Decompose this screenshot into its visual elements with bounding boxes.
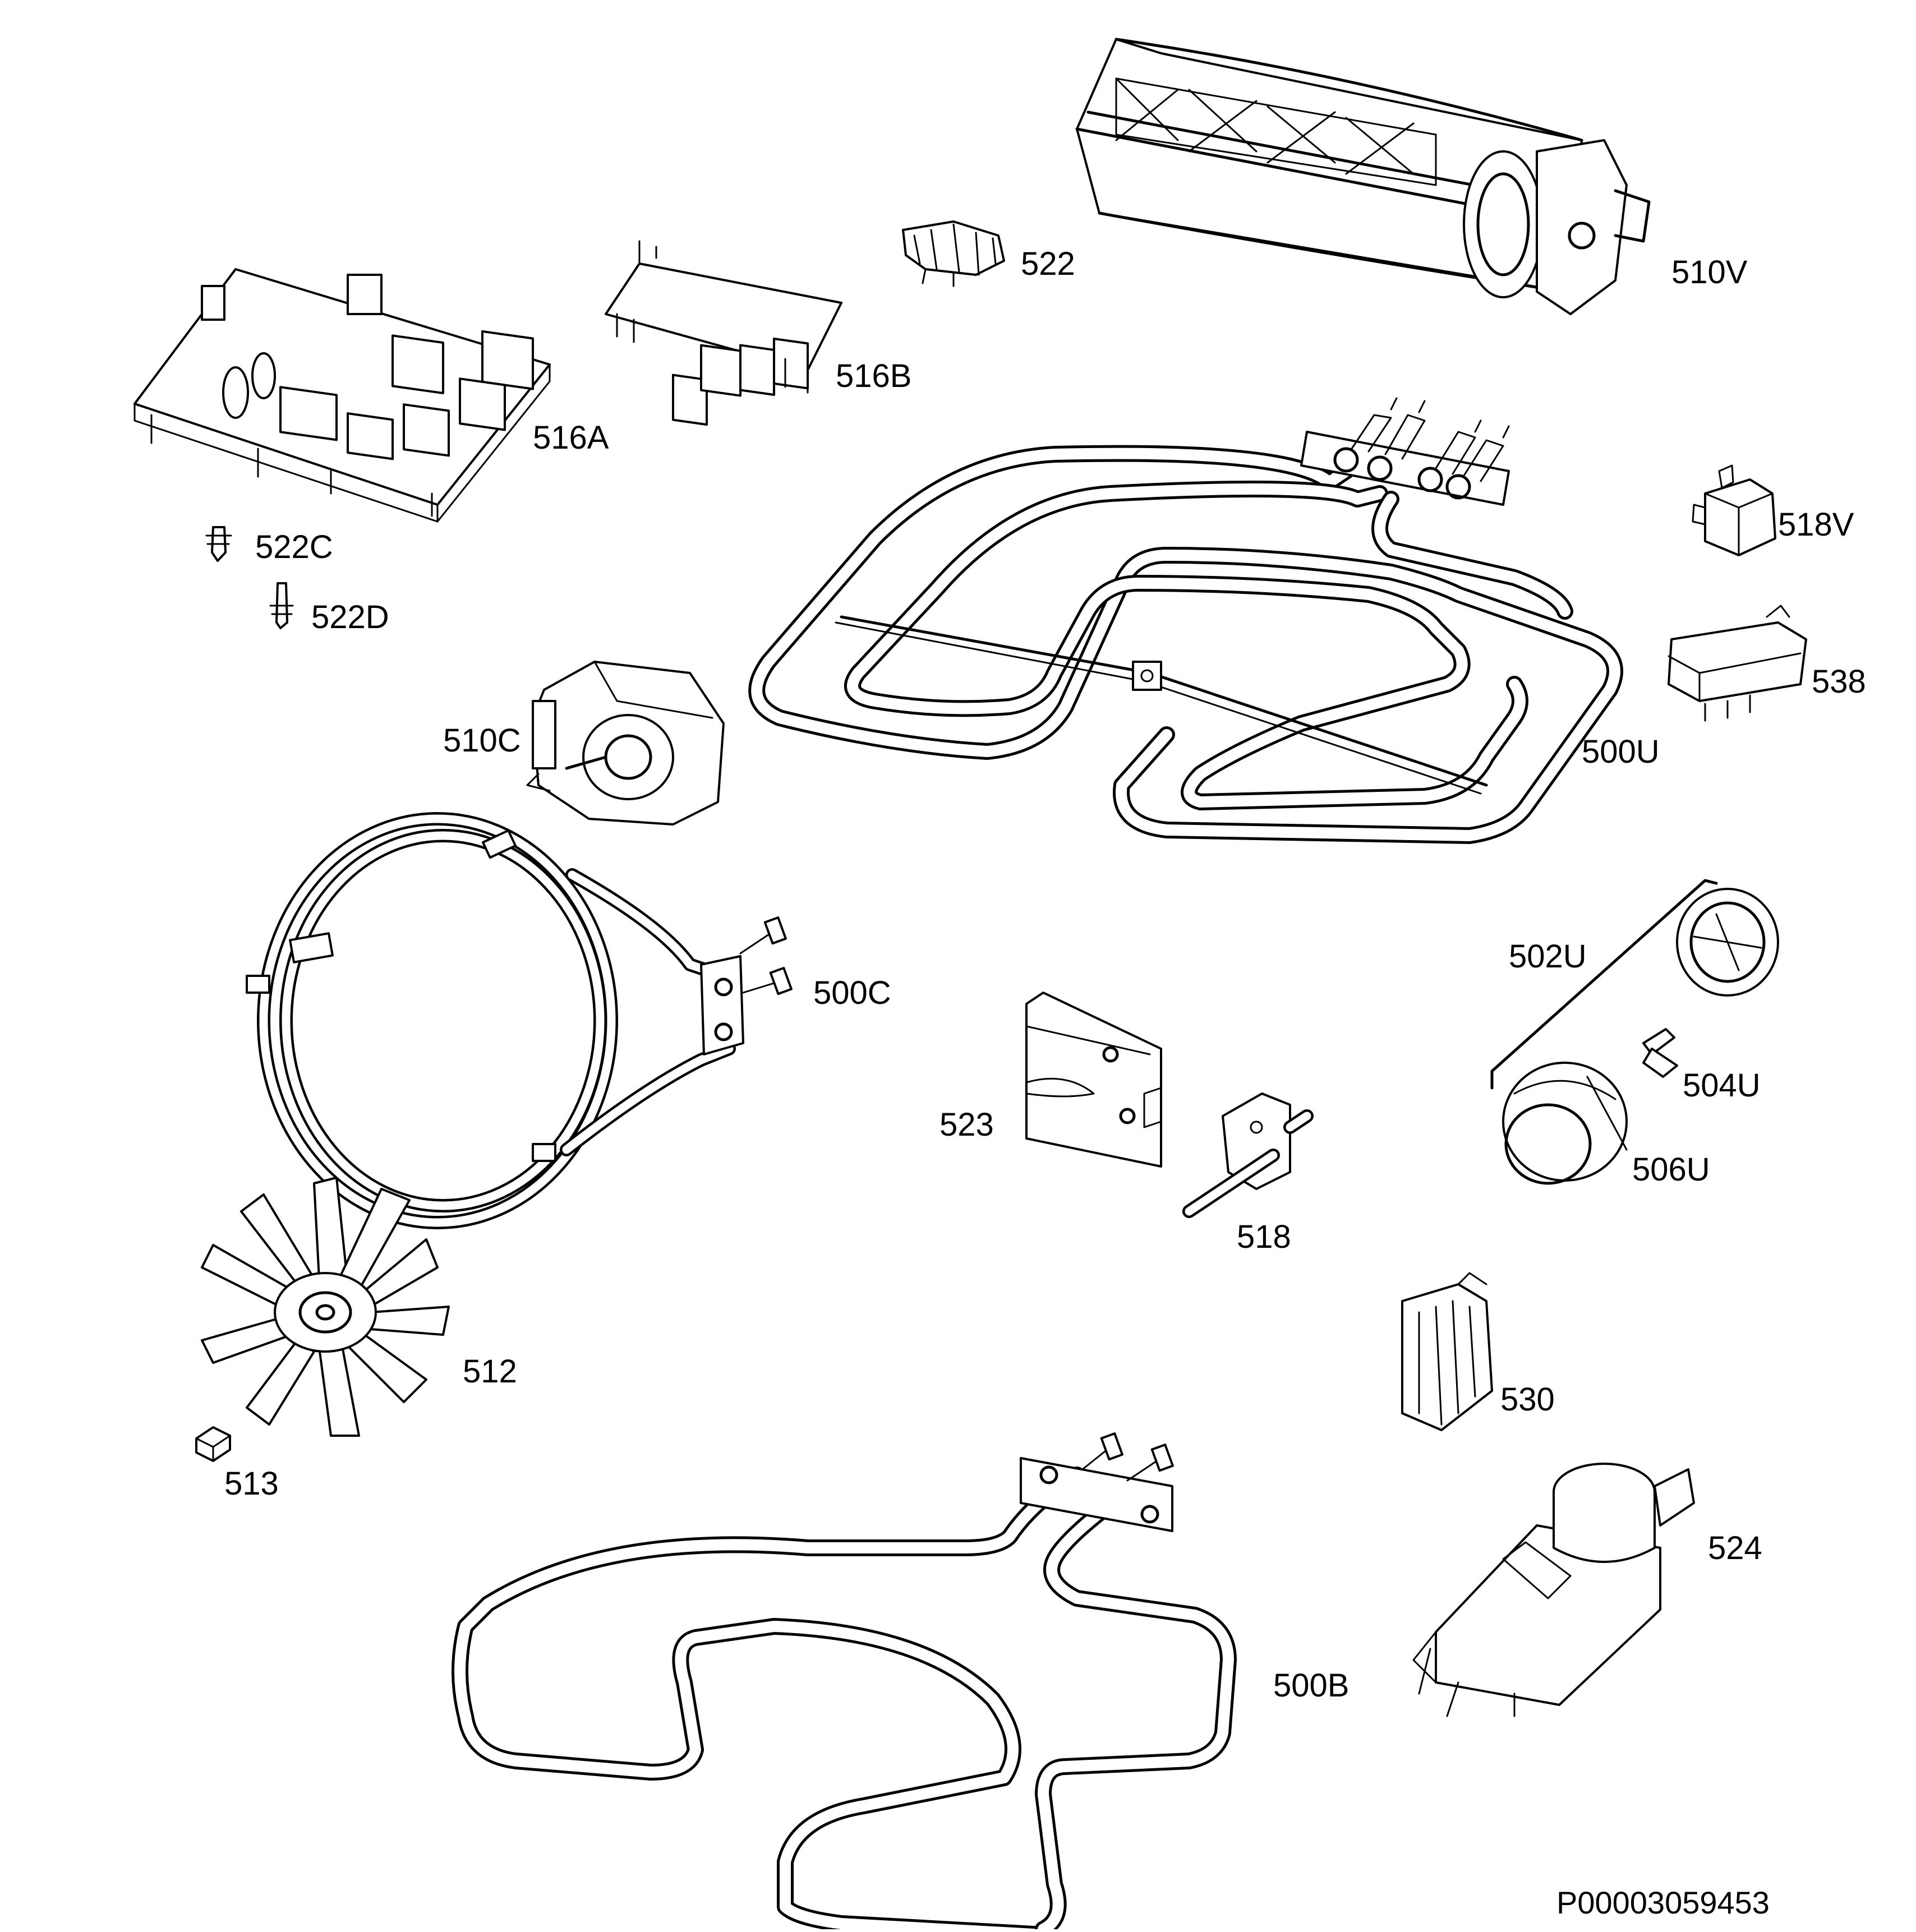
part-518V-relay (1692, 464, 1776, 556)
part-538-terminal-block (1668, 605, 1807, 722)
reference-number: P00003059453 (1556, 1885, 1770, 1920)
label-500B: 500B (1273, 1667, 1349, 1704)
label-504U: 504U (1683, 1067, 1761, 1104)
label-513: 513 (224, 1465, 279, 1502)
label-516A: 516A (533, 419, 609, 456)
part-522D-spacer (269, 582, 294, 629)
label-518: 518 (1237, 1219, 1291, 1255)
label-522: 522 (1021, 246, 1075, 282)
part-518-temperature-sensor (1182, 1092, 1314, 1218)
part-523-bracket (1025, 992, 1162, 1168)
label-506U: 506U (1632, 1151, 1710, 1188)
part-530-terminal-block (1401, 1272, 1493, 1431)
label-500U: 500U (1582, 734, 1660, 770)
part-522C-spacer (205, 526, 232, 562)
part-510C-fan-motor (526, 661, 725, 826)
label-524: 524 (1708, 1530, 1762, 1566)
part-516A-main-board (133, 268, 551, 523)
label-512: 512 (463, 1353, 517, 1390)
part-513-nut (195, 1426, 231, 1462)
label-522D: 522D (311, 599, 389, 635)
label-518V: 518V (1778, 506, 1854, 543)
part-500C-circular-element (246, 812, 793, 1229)
part-512-fan-blade (201, 1177, 450, 1437)
part-510V-tangential-fan (1075, 38, 1651, 315)
part-500U-top-heating-element (748, 397, 1623, 844)
label-530: 530 (1500, 1381, 1555, 1418)
label-500C: 500C (813, 975, 891, 1011)
label-523: 523 (939, 1106, 994, 1143)
label-510C: 510C (443, 722, 521, 759)
label-522C: 522C (255, 529, 333, 565)
part-522-connector (902, 220, 1005, 287)
part-516B-relay-board (605, 240, 842, 426)
label-502U: 502U (1509, 938, 1587, 975)
label-538: 538 (1812, 663, 1866, 700)
part-500B-bottom-heating-element (452, 1432, 1237, 1932)
part-502U-504U-506U-knob-assembly (1490, 879, 1779, 1185)
label-510V: 510V (1671, 254, 1748, 291)
part-524-door-lock (1412, 1463, 1695, 1717)
label-516B: 516B (836, 358, 911, 394)
